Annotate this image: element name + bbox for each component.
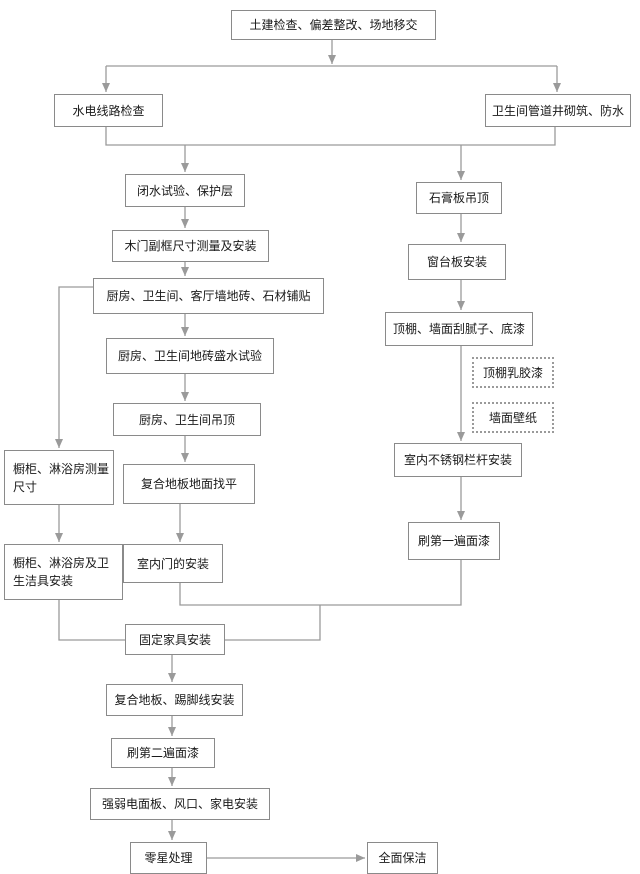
step-label: 顶棚、墙面刮腻子、底漆 [392,322,525,336]
step-interior-door-install: 室内门的安装 [123,544,223,583]
step-door-subframe: 木门副框尺寸测量及安装 [112,230,269,262]
step-second-topcoat: 刷第二遍面漆 [111,738,215,768]
step-label: 复合地板、踢脚线安装 [114,693,235,707]
step-tile-water-test: 厨房、卫生间地砖盛水试验 [106,338,274,374]
step-ceiling-latex-paint: 顶棚乳胶漆 [472,357,554,388]
step-panels-vents-appliances: 强弱电面板、风口、家电安装 [90,788,270,820]
step-final-cleaning: 全面保洁 [367,842,438,874]
step-label: 室内不锈钢栏杆安装 [403,453,512,467]
connector [58,600,125,641]
connector [55,286,93,448]
step-touch-ups: 零星处理 [130,842,207,874]
step-label: 橱柜、淋浴房测量尺寸 [13,461,110,494]
step-water-test-protective-layer: 闭水试验、保护层 [125,174,245,207]
step-label: 闭水试验、保护层 [136,183,233,198]
step-plumbing-electrical-check: 水电线路检查 [54,94,163,127]
step-cabinet-shower-measure: 橱柜、淋浴房测量尺寸 [4,450,114,505]
step-label: 窗台板安装 [426,255,487,269]
connector [225,605,321,641]
step-label: 固定家具安装 [138,632,211,647]
step-label: 零星处理 [144,851,193,865]
step-wallpaper: 墙面壁纸 [472,402,554,433]
step-label: 厨房、卫生间吊顶 [138,412,235,427]
step-flooring-skirting: 复合地板、踢脚线安装 [106,684,243,716]
step-fixed-furniture: 固定家具安装 [125,624,225,655]
step-floor-leveling: 复合地板地面找平 [123,464,255,504]
step-label: 全面保洁 [378,851,427,865]
step-tiles-stone-paving: 厨房、卫生间、客厅墙地砖、石材铺贴 [93,278,324,314]
step-label: 橱柜、淋浴房及卫生洁具安装 [13,556,110,588]
step-window-sill: 窗台板安装 [408,244,506,280]
step-label: 木门副框尺寸测量及安装 [124,239,257,253]
step-label: 复合地板地面找平 [140,477,237,491]
step-gypsum-ceiling: 石膏板吊顶 [416,182,502,214]
step-label: 墙面壁纸 [488,410,537,425]
step-label: 厨房、卫生间、客厅墙地砖、石材铺贴 [106,289,311,303]
step-label: 刷第二遍面漆 [126,746,199,760]
step-label: 卫生间管道井砌筑、防水 [491,103,624,118]
step-kitchen-bath-ceiling: 厨房、卫生间吊顶 [113,403,261,436]
step-stainless-railing: 室内不锈钢栏杆安装 [394,443,522,477]
step-label: 室内门的安装 [136,556,209,571]
step-label: 强弱电面板、风口、家电安装 [101,797,258,811]
connector [105,127,556,146]
step-first-topcoat: 刷第一遍面漆 [408,522,500,560]
step-site-handover: 土建检查、偏差整改、场地移交 [231,10,436,40]
step-cabinet-shower-sanitary-install: 橱柜、淋浴房及卫生洁具安装 [4,544,123,600]
step-label: 顶棚乳胶漆 [482,365,543,380]
step-label: 刷第一遍面漆 [417,534,490,548]
step-label: 水电线路检查 [72,103,145,118]
step-bathroom-shaft-waterproofing: 卫生间管道井砌筑、防水 [485,94,631,127]
step-label: 土建检查、偏差整改、场地移交 [249,18,418,32]
step-label: 石膏板吊顶 [428,191,489,205]
step-label: 厨房、卫生间地砖盛水试验 [117,349,262,363]
step-putty-primer: 顶棚、墙面刮腻子、底漆 [385,312,533,346]
